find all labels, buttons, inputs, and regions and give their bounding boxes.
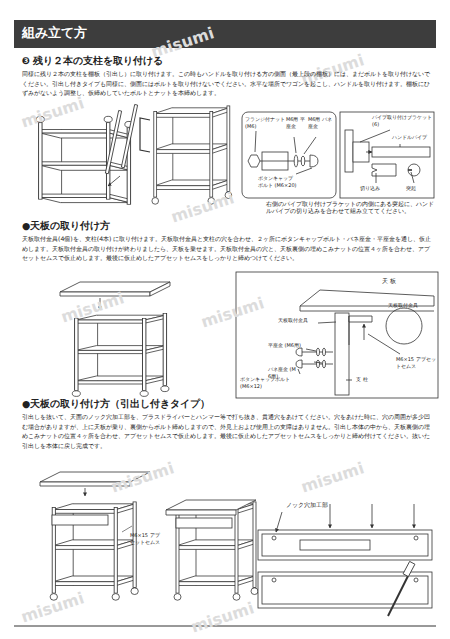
knockout-detail	[258, 504, 432, 616]
note-text: 右側のパイプ取り付けブラケットの内側にある突起に、ハンドルパイプの切り込みを合わ…	[266, 201, 434, 215]
part-label: M6×15 アプセットセムス	[130, 532, 164, 545]
bracket-detail	[236, 272, 438, 398]
watermark: misumi	[189, 600, 256, 635]
part-label: パイプ取り付けブラケット (6)	[372, 114, 434, 127]
header-bar	[14, 20, 436, 48]
watermark: misumi	[109, 460, 176, 495]
watermark: misumi	[199, 295, 266, 330]
part-label: ボタンキャップボルト (M6×12)	[240, 376, 296, 389]
watermark: misumi	[19, 95, 86, 130]
handle-pipe-detail	[340, 112, 434, 198]
part-label: ボタンキャップ ボルト (M6×20)	[258, 175, 298, 188]
part-label: 天板取付金具	[388, 302, 422, 309]
part-label: 平座金 (M6用)	[268, 342, 302, 349]
part-label: M6×15 アプセットセムス	[396, 356, 436, 369]
watermark: misumi	[59, 290, 126, 325]
part-label: M6用 バネ座金	[308, 116, 334, 129]
page-title: 組み立て方	[22, 25, 87, 42]
part-label: ノック穴加工部	[286, 502, 330, 509]
section-heading: ●天板の取り付け方（引出し付きタイプ）	[22, 398, 432, 410]
table-assembly	[60, 282, 170, 396]
watermark: misumi	[169, 190, 236, 225]
part-label: フランジ付ナット (M6)	[245, 116, 289, 129]
section-heading: ❸ 残り２本の支柱を取り付ける	[22, 55, 432, 67]
section-heading: ●天板の取り付け方	[22, 220, 432, 232]
part-label: 天 板	[382, 277, 412, 285]
part-label: ハンドルパイプ	[392, 134, 432, 141]
bolt-detail	[242, 112, 336, 198]
part-label: 天板取付金具	[278, 317, 318, 324]
watermark: misumi	[19, 590, 86, 625]
part-label: 切り込み	[360, 185, 390, 192]
footer-rule	[14, 626, 436, 627]
instruction-text: 引出しを抜いて、天面のノック穴加工部を、プラスドライバーとハンマー等で打ち抜き、…	[22, 412, 432, 450]
part-label: M6用 平座金	[286, 116, 308, 129]
instruction-text: 同様に残り２本の支柱を棚板（引出し）に取り付けます。この時もハンドルを取り付ける…	[22, 69, 432, 98]
drawer-cart-assembly	[40, 472, 258, 600]
cart-with-handle	[140, 106, 232, 204]
part-label: 突起	[406, 185, 426, 192]
watermark: misumi	[299, 460, 366, 495]
instruction-text: 天板取付金具(4個)を、支柱(4本) に取り付けます。天板取付金具と支柱の穴を合…	[22, 234, 432, 263]
part-label: 支 柱	[356, 376, 382, 383]
